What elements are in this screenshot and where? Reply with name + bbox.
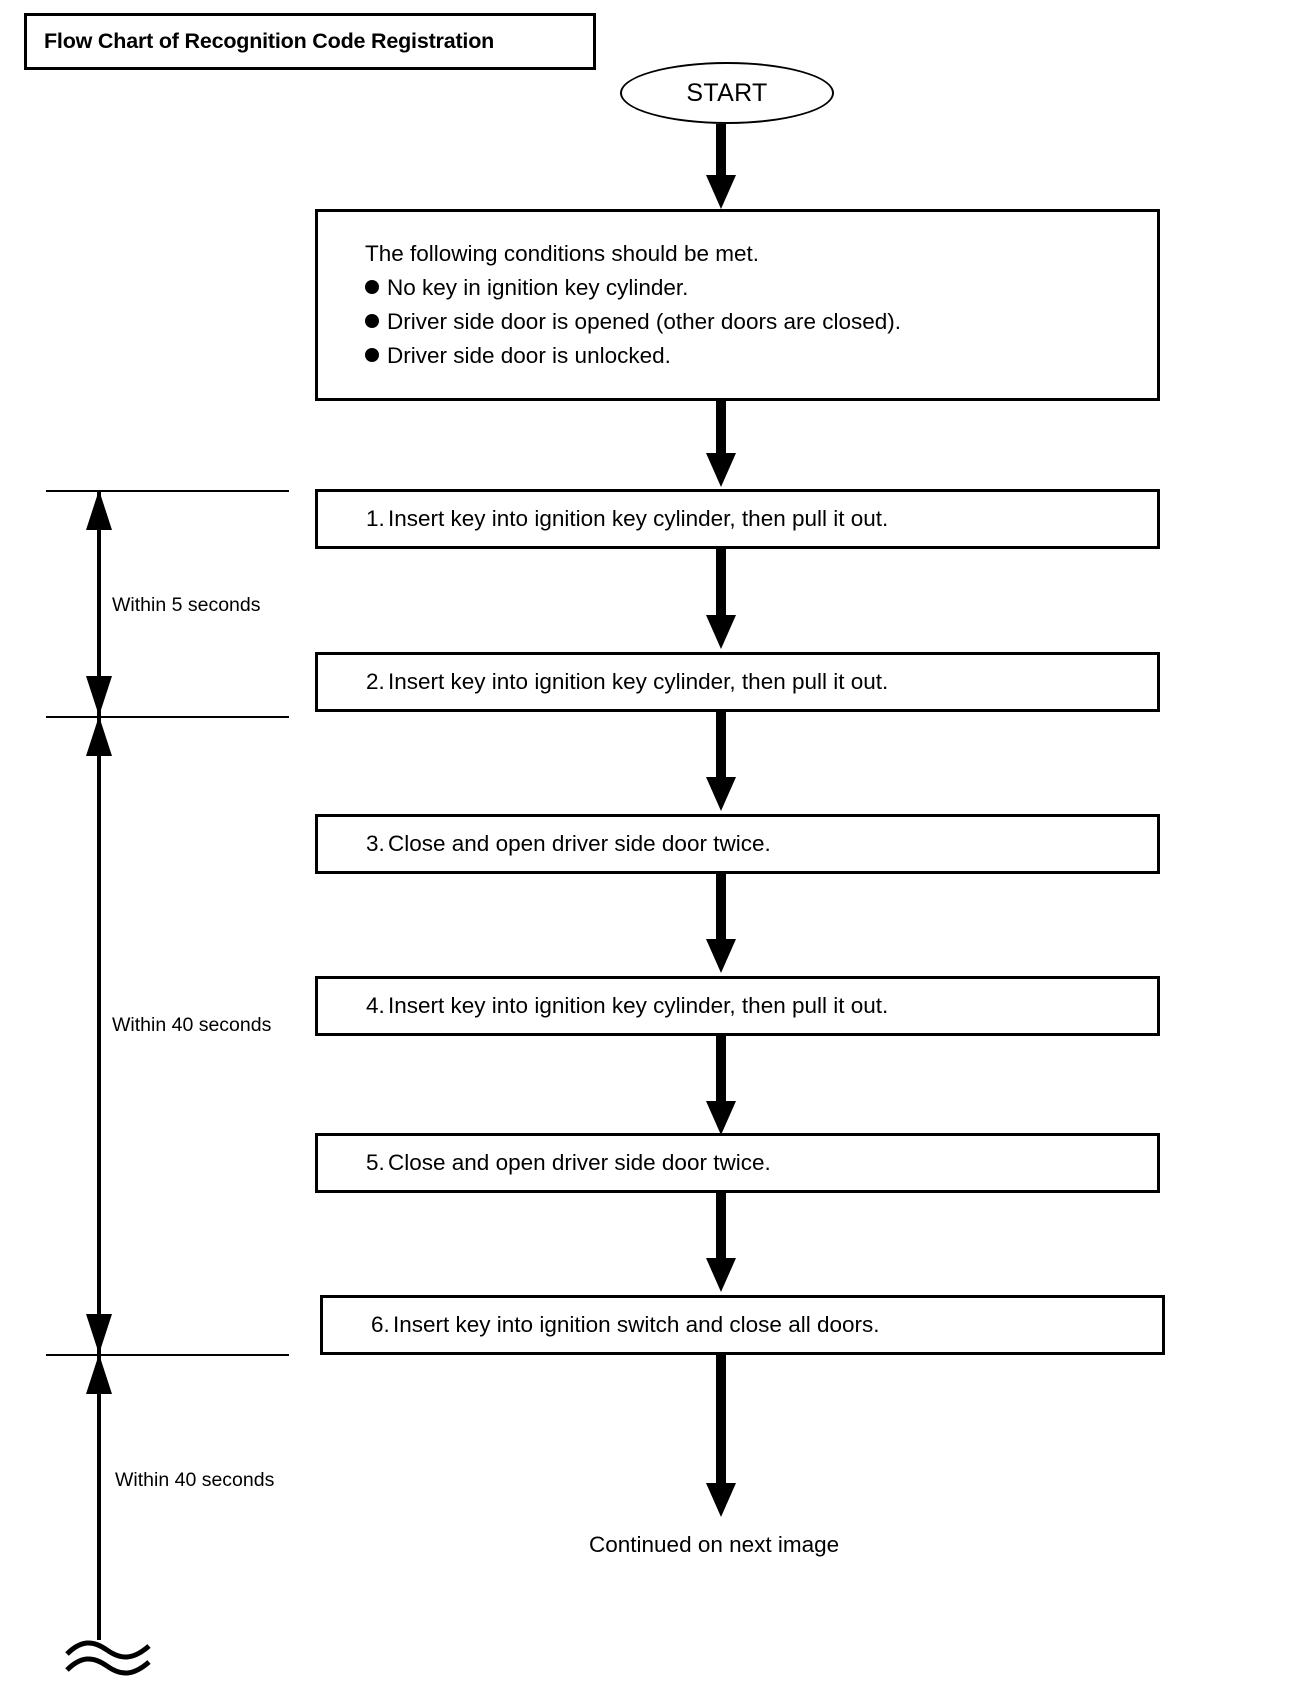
break-squiggle-icon <box>65 1640 151 1676</box>
timing-label-40-seconds-a: Within 40 seconds <box>112 1014 272 1036</box>
step-1-text: Insert key into ignition key cylinder, t… <box>388 506 889 531</box>
start-node: START <box>620 62 834 124</box>
condition-item-1: No key in ignition key cylinder. <box>365 271 901 305</box>
step-4-number: 4. <box>366 993 385 1018</box>
timing-tick-bottom <box>46 1354 289 1356</box>
condition-item-2-label: Driver side door is opened (other doors … <box>387 309 902 334</box>
conditions-box: The following conditions should be met. … <box>315 209 1160 401</box>
step-3-text: Close and open driver side door twice. <box>388 831 771 856</box>
step-4-text: Insert key into ignition key cylinder, t… <box>388 993 889 1018</box>
step-box-5: 5. Close and open driver side door twice… <box>315 1133 1160 1193</box>
start-label: START <box>686 78 768 107</box>
step-2-number: 2. <box>366 669 385 694</box>
step-box-6: 6. Insert key into ignition switch and c… <box>320 1295 1165 1355</box>
condition-item-2: Driver side door is opened (other doors … <box>365 305 901 339</box>
bullet-icon <box>365 280 379 294</box>
bullet-icon <box>365 348 379 362</box>
condition-item-1-label: No key in ignition key cylinder. <box>387 275 689 300</box>
step-6-text: Insert key into ignition switch and clos… <box>393 1312 880 1337</box>
condition-item-3: Driver side door is unlocked. <box>365 339 901 373</box>
step-box-4: 4. Insert key into ignition key cylinder… <box>315 976 1160 1036</box>
step-box-2: 2. Insert key into ignition key cylinder… <box>315 652 1160 712</box>
chart-title-box: Flow Chart of Recognition Code Registrat… <box>24 13 596 70</box>
timing-label-40-seconds-b: Within 40 seconds <box>115 1469 275 1491</box>
step-5-number: 5. <box>366 1150 385 1175</box>
timing-tick-mid <box>46 716 289 718</box>
step-box-1: 1. Insert key into ignition key cylinder… <box>315 489 1160 549</box>
step-1-number: 1. <box>366 506 385 531</box>
timing-tick-top <box>46 490 289 492</box>
conditions-heading: The following conditions should be met. <box>365 241 759 266</box>
step-5-text: Close and open driver side door twice. <box>388 1150 771 1175</box>
bullet-icon <box>365 314 379 328</box>
step-box-3: 3. Close and open driver side door twice… <box>315 814 1160 874</box>
condition-item-3-label: Driver side door is unlocked. <box>387 343 671 368</box>
step-3-number: 3. <box>366 831 385 856</box>
timing-label-5-seconds: Within 5 seconds <box>112 594 261 616</box>
step-2-text: Insert key into ignition key cylinder, t… <box>388 669 889 694</box>
continued-label: Continued on next image <box>589 1532 840 1557</box>
chart-title: Flow Chart of Recognition Code Registrat… <box>44 29 495 53</box>
step-6-number: 6. <box>371 1312 390 1337</box>
